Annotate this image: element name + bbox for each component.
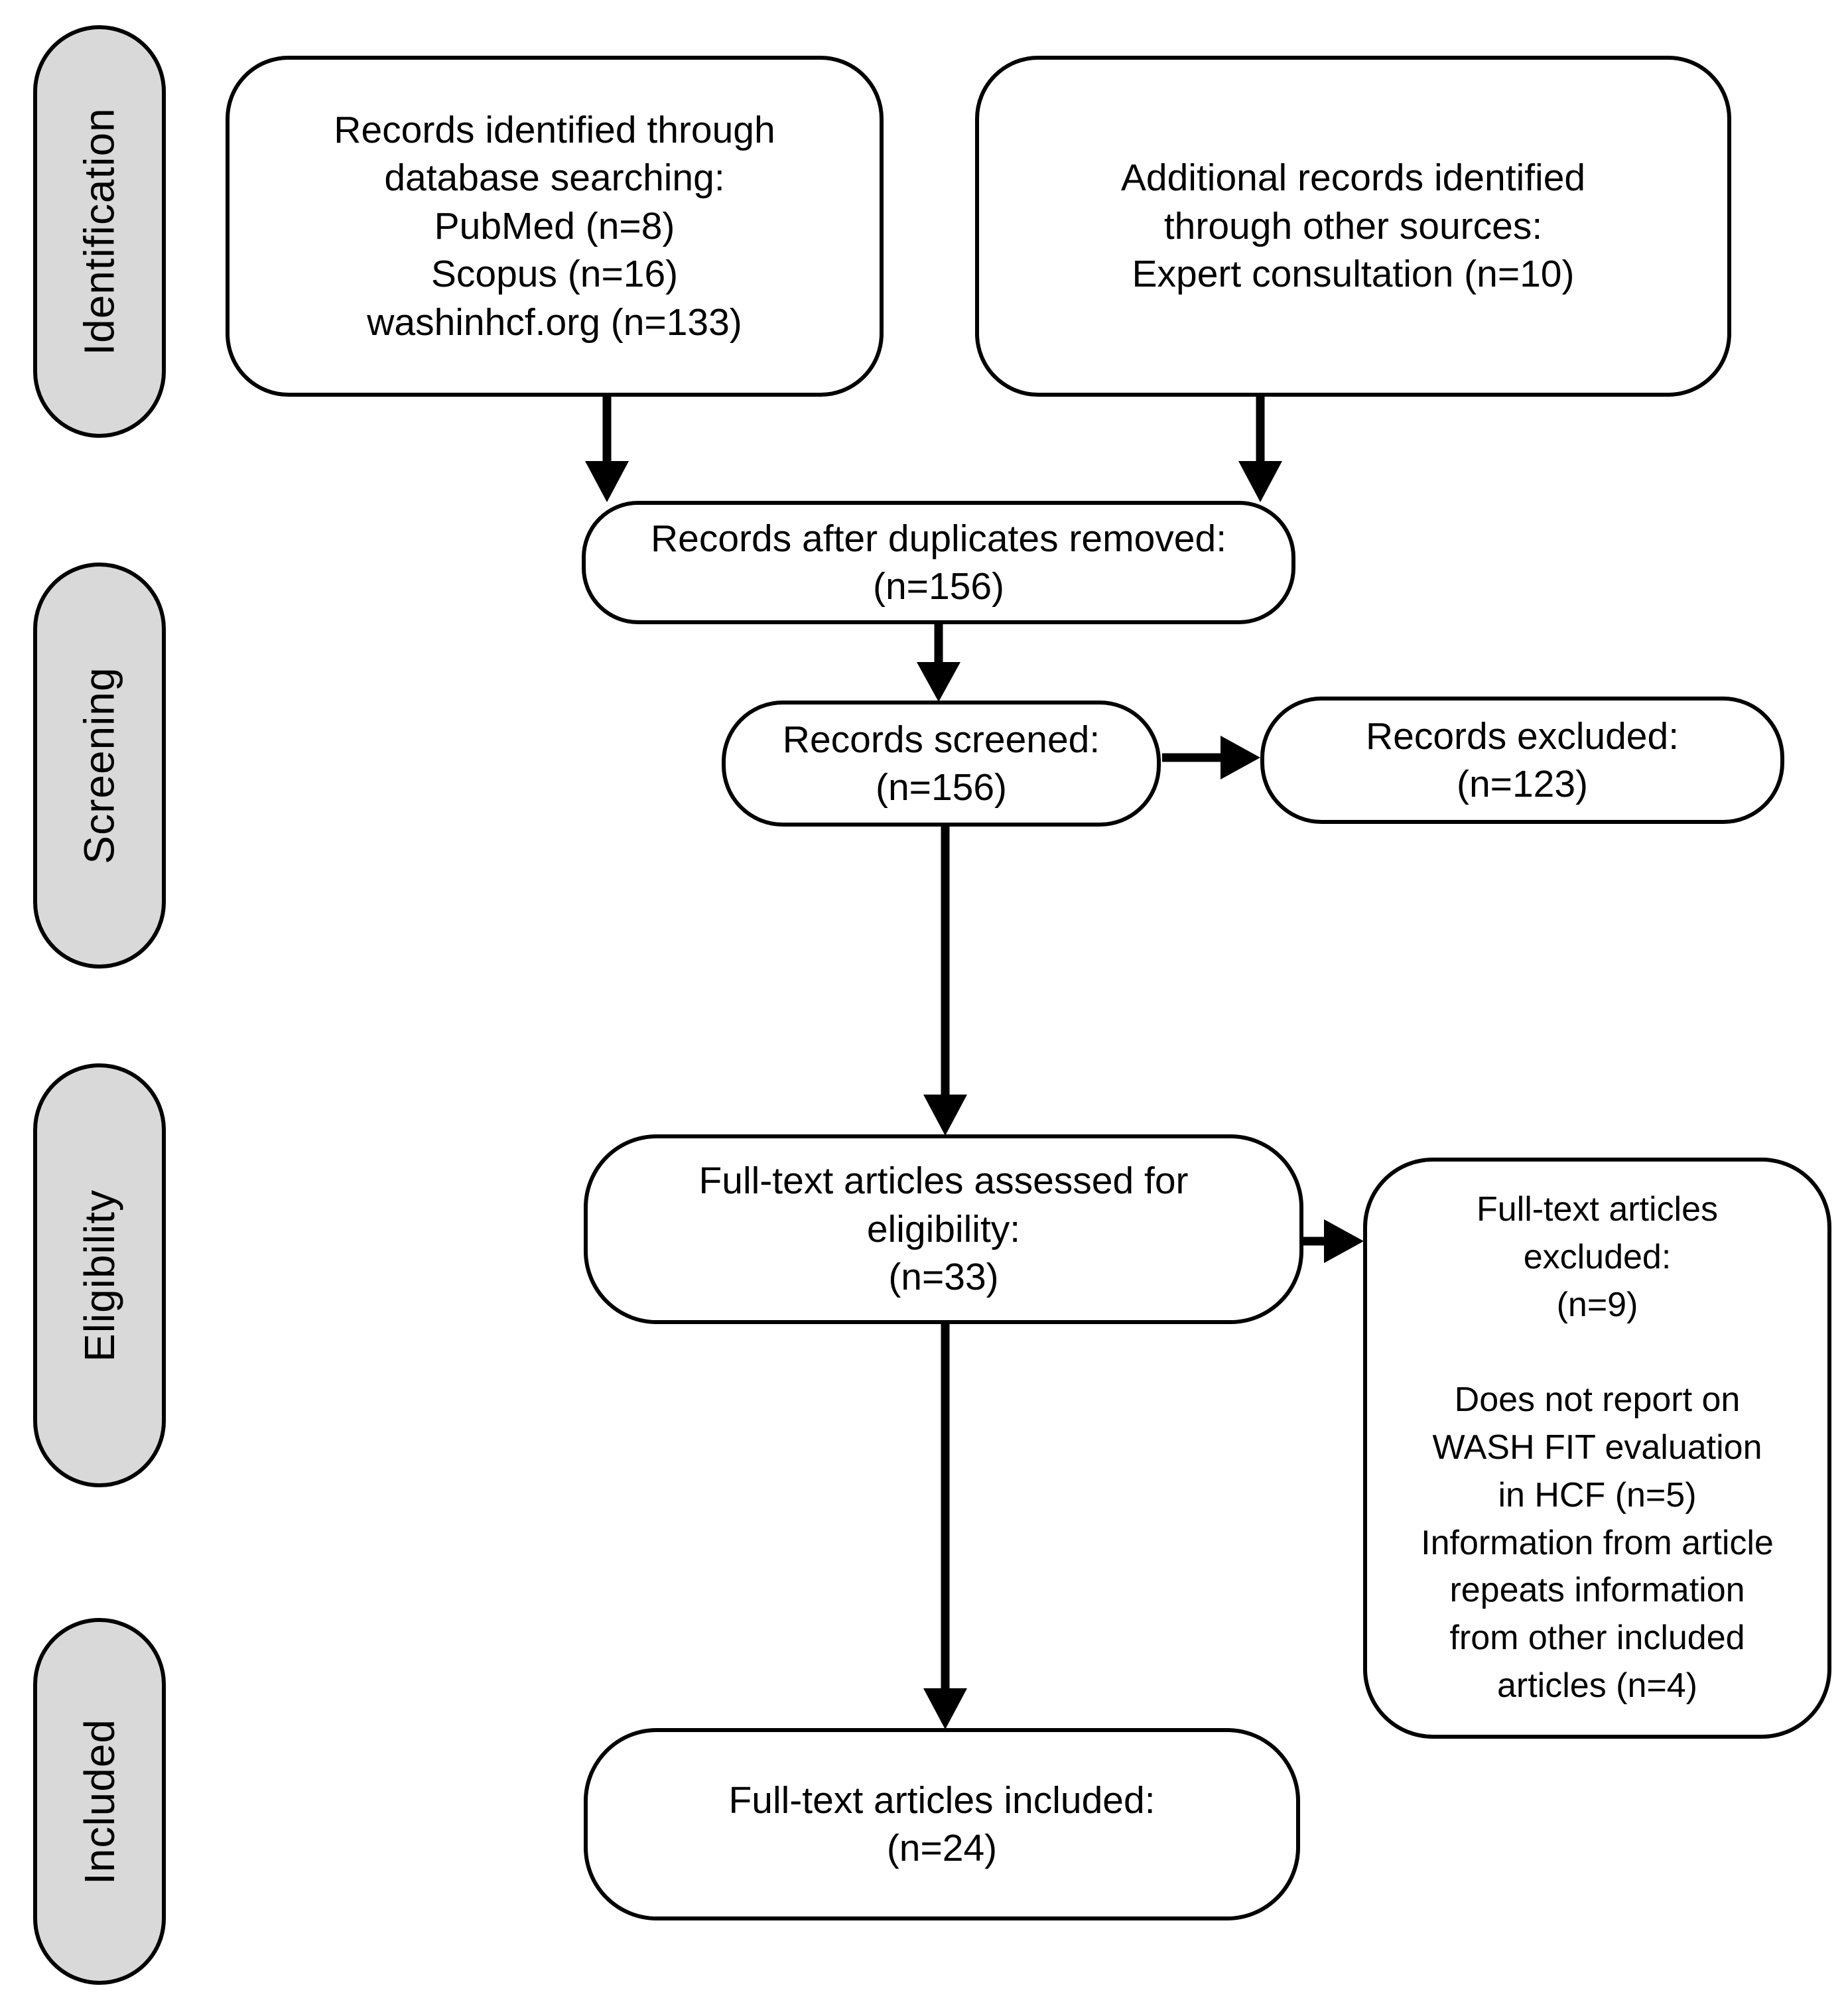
- arrow-duplicates-to-screened: [917, 624, 960, 702]
- box-fulltext-excluded-text: Full-text articles excluded: (n=9) Does …: [1421, 1190, 1774, 1705]
- box-additional-records: Additional records identified through ot…: [975, 56, 1731, 397]
- box-fulltext-assessed-text: Full-text articles assessed for eligibil…: [698, 1160, 1189, 1299]
- box-fulltext-assessed: Full-text articles assessed for eligibil…: [584, 1134, 1303, 1324]
- stage-label-screening: Screening: [76, 667, 123, 864]
- arrow-assessed-to-fulltext-excluded: [1295, 1219, 1364, 1263]
- box-additional-records-text: Additional records identified through ot…: [1120, 157, 1586, 296]
- stage-label-eligibility: Eligibility: [76, 1189, 123, 1362]
- stage-pill-identification: Identification: [33, 25, 166, 438]
- box-fulltext-included: Full-text articles included: (n=24): [584, 1728, 1300, 1920]
- box-after-duplicates-removed: Records after duplicates removed: (n=156…: [582, 501, 1295, 624]
- box-records-excluded-text: Records excluded: (n=123): [1365, 714, 1680, 805]
- arrow-screened-to-assessed: [923, 827, 967, 1136]
- stage-label-included: Included: [76, 1718, 123, 1885]
- stage-pill-screening: Screening: [33, 563, 166, 969]
- arrow-other-sources-to-duplicates: [1238, 397, 1282, 502]
- arrow-screened-to-records-excluded: [1162, 736, 1260, 779]
- box-records-excluded: Records excluded: (n=123): [1260, 697, 1784, 824]
- stage-label-identification: Identification: [76, 107, 123, 356]
- box-after-duplicates-removed-text: Records after duplicates removed: (n=156…: [650, 517, 1227, 608]
- box-records-identified: Records identified through database sear…: [226, 56, 884, 397]
- stage-pill-eligibility: Eligibility: [33, 1063, 166, 1487]
- box-records-identified-text: Records identified through database sear…: [334, 109, 775, 344]
- arrow-identified-to-duplicates: [585, 397, 629, 502]
- box-fulltext-excluded: Full-text articles excluded: (n=9) Does …: [1363, 1158, 1831, 1739]
- box-fulltext-included-text: Full-text articles included: (n=24): [728, 1779, 1155, 1869]
- box-records-screened-text: Records screened: (n=156): [782, 718, 1100, 809]
- box-records-screened: Records screened: (n=156): [722, 701, 1161, 827]
- arrow-assessed-to-included: [923, 1324, 967, 1729]
- stage-pill-included: Included: [33, 1618, 166, 1985]
